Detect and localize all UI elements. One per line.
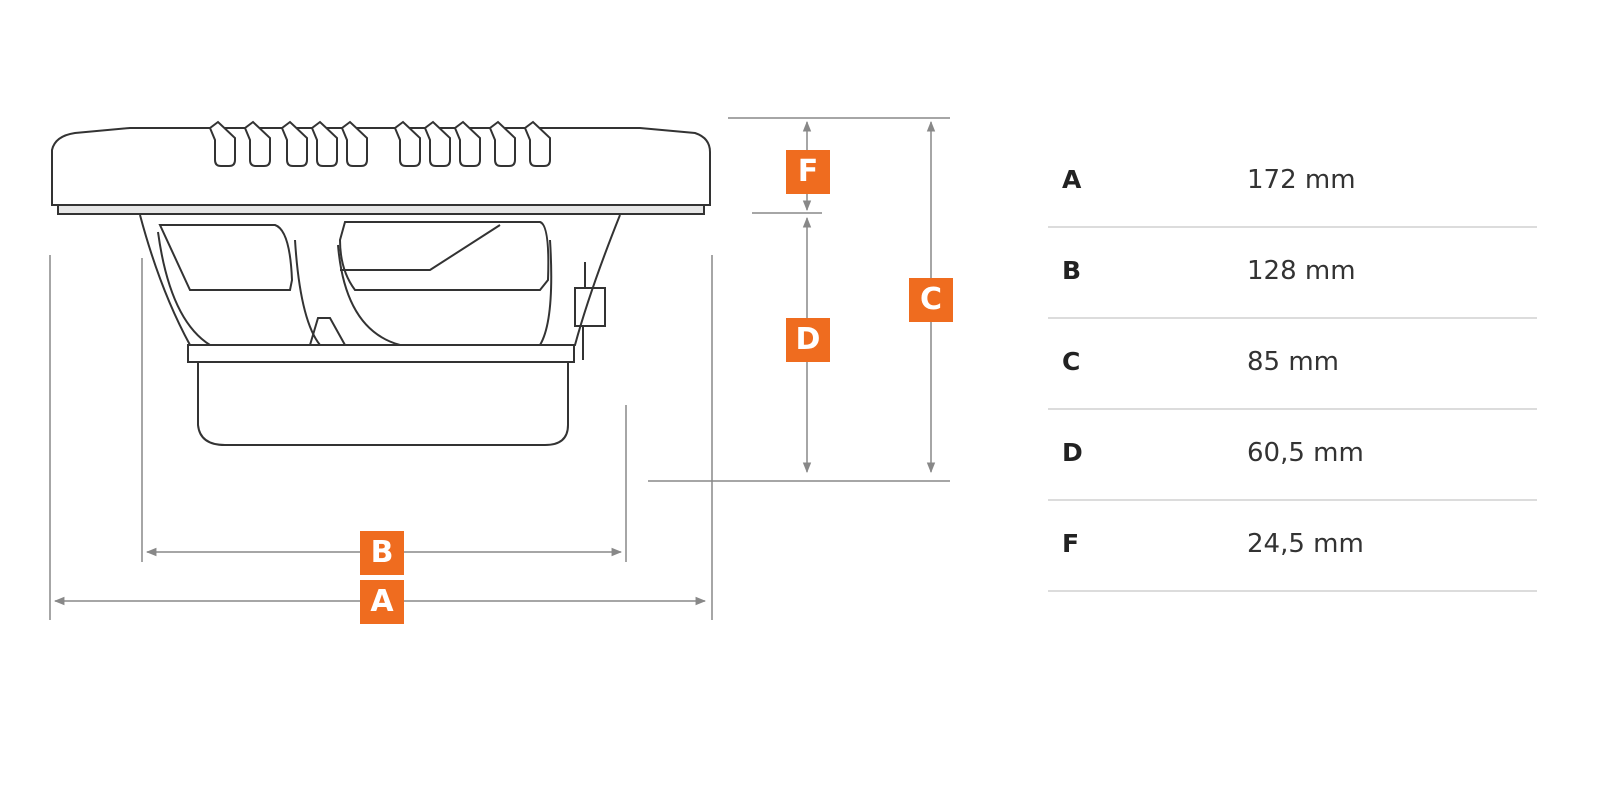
speaker-basket <box>139 214 621 360</box>
speaker-grille <box>51 120 711 215</box>
spec-label: C <box>1062 347 1081 376</box>
spec-value: 172 mm <box>1247 165 1356 195</box>
grille-fin <box>208 120 236 167</box>
spec-row-f: F 24,5 mm <box>1048 501 1537 592</box>
dimension-spec-table: A 172 mm B 128 mm C 85 mm D 60,5 mm F 24… <box>1048 137 1537 592</box>
grille-fin <box>423 120 451 167</box>
grille-fin <box>280 120 308 167</box>
grille-fin <box>310 120 338 167</box>
dimension-badge-c: C <box>909 278 953 322</box>
dimension-badge-f: F <box>786 150 830 194</box>
dimension-badge-b: B <box>360 531 404 575</box>
spec-row-c: C 85 mm <box>1048 319 1537 410</box>
spec-label: D <box>1062 438 1083 467</box>
spec-label: A <box>1062 165 1082 194</box>
dimension-badge-a: A <box>360 580 404 624</box>
spec-row-a: A 172 mm <box>1048 137 1537 228</box>
spec-value: 24,5 mm <box>1247 529 1364 559</box>
grille-fin <box>523 120 551 167</box>
spec-row-b: B 128 mm <box>1048 228 1537 319</box>
speaker-magnet <box>187 344 575 446</box>
spec-value: 128 mm <box>1247 256 1356 286</box>
spec-value: 60,5 mm <box>1247 438 1364 468</box>
grille-fin <box>340 120 368 167</box>
spec-value: 85 mm <box>1247 347 1340 377</box>
grille-fin <box>393 120 421 167</box>
grille-fin <box>453 120 481 167</box>
grille-fin <box>488 120 516 167</box>
grille-fin <box>243 120 271 167</box>
dimension-badge-d: D <box>786 318 830 362</box>
spec-row-d: D 60,5 mm <box>1048 410 1537 501</box>
spec-label: B <box>1062 256 1082 285</box>
spec-label: F <box>1062 529 1080 558</box>
